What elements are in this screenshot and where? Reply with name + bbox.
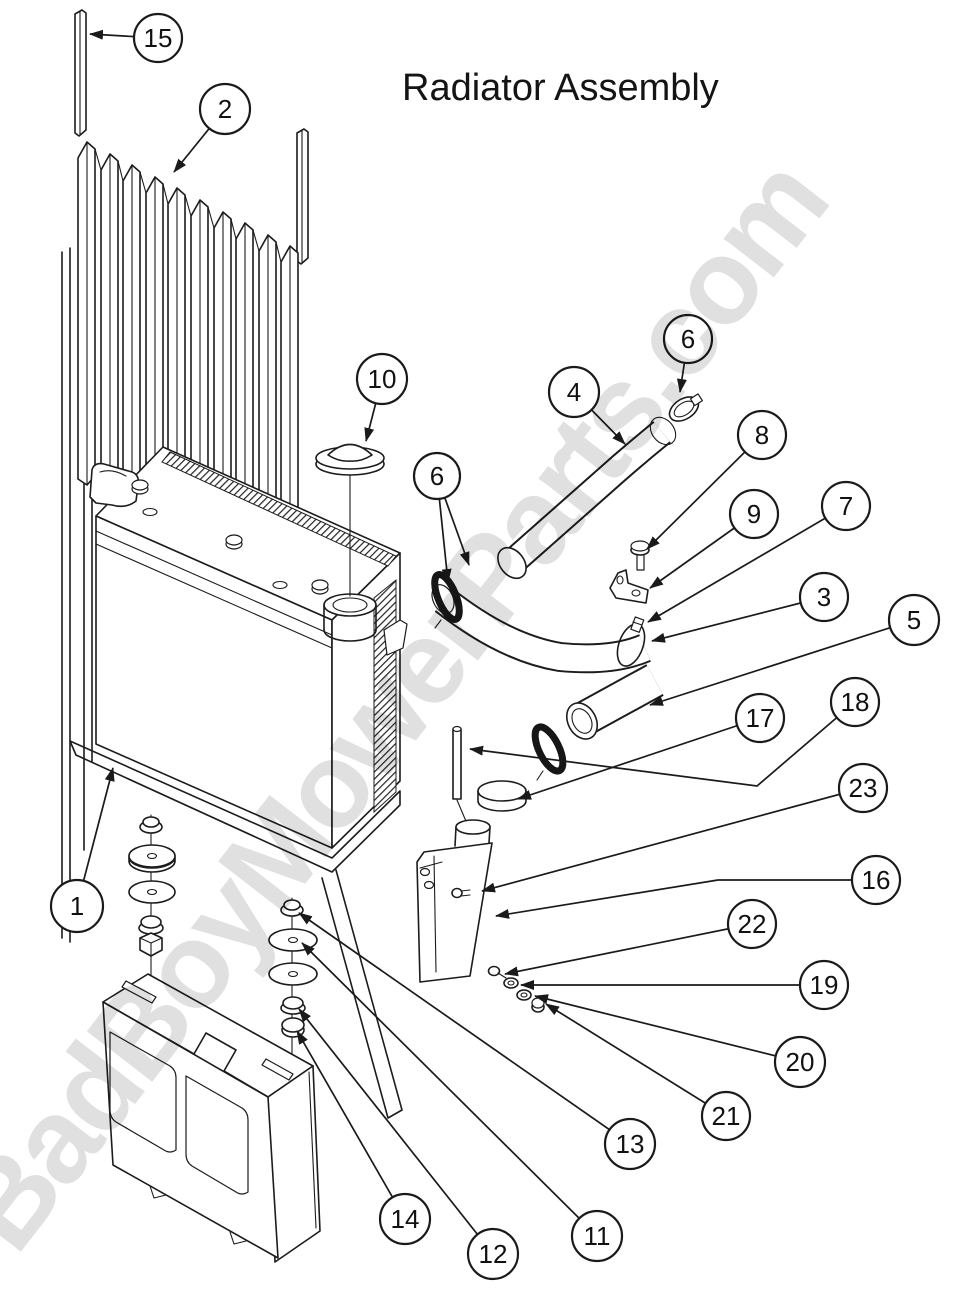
upper-radiator-hose	[497, 416, 677, 580]
callout-5: 5	[887, 593, 941, 647]
callout-15: 15	[132, 12, 184, 64]
svg-text:17: 17	[746, 703, 775, 733]
svg-text:14: 14	[391, 1204, 420, 1234]
svg-text:9: 9	[747, 499, 761, 529]
mounting-bolt	[630, 540, 650, 571]
svg-text:16: 16	[862, 865, 891, 895]
bottle-cap	[477, 780, 527, 812]
svg-text:11: 11	[584, 1221, 611, 1251]
leader-line-17	[517, 717, 761, 800]
callout-20: 20	[773, 1035, 827, 1089]
callout-9: 9	[728, 488, 780, 540]
callouts-layer: 15 2 10 6 4 8 9 7 3 5 6 17 18 23 16 22 19 20 21 1 13 11 12 14	[49, 12, 941, 1281]
callout-19: 19	[798, 959, 850, 1011]
support-rails-right	[321, 869, 403, 1119]
leader-line-16	[495, 879, 876, 919]
svg-text:22: 22	[738, 909, 767, 939]
bottle-hardware	[487, 965, 545, 1013]
shroud-cutout-right	[185, 1075, 249, 1195]
outlet-pipe	[565, 664, 664, 740]
leader-line-23	[481, 787, 864, 893]
spring-clamp-b	[531, 723, 567, 781]
leader-line-11	[301, 942, 598, 1237]
callout-23: 23	[837, 762, 889, 814]
svg-text:6: 6	[681, 324, 695, 354]
svg-text:12: 12	[479, 1239, 508, 1269]
filler-neck	[323, 593, 408, 656]
clamp-screw	[630, 616, 645, 633]
callout-14: 14	[378, 1192, 432, 1246]
svg-text:13: 13	[616, 1129, 645, 1159]
callout-13: 13	[603, 1117, 657, 1171]
radiator-cap	[315, 443, 385, 597]
callout-10: 10	[355, 352, 409, 406]
leader-line-7	[647, 505, 847, 623]
washer-stack-left	[128, 814, 176, 1001]
svg-text:7: 7	[839, 491, 853, 521]
leader-line-14	[296, 1030, 406, 1220]
leader-line-3	[651, 596, 825, 643]
leader-line-21	[545, 1003, 727, 1117]
page-title: Radiator Assembly	[402, 67, 719, 109]
svg-text:3: 3	[817, 582, 831, 612]
svg-text:20: 20	[786, 1047, 815, 1077]
leader-line-12	[298, 1008, 494, 1255]
lower-shroud	[102, 973, 321, 1263]
radiator-bracket-tab	[89, 462, 140, 508]
callout-2: 2	[198, 82, 252, 136]
overflow-bottle	[416, 819, 493, 983]
svg-text:18: 18	[841, 687, 870, 717]
callout-4: 4	[547, 365, 601, 419]
mounting-bracket	[609, 569, 649, 604]
shroud-cutout-left	[109, 1031, 177, 1153]
hose-band-clamp	[616, 616, 646, 667]
overflow-tube	[452, 725, 469, 827]
mounting-strap-right	[296, 128, 309, 265]
side-rails-left	[61, 247, 93, 943]
bottle-bolt	[451, 887, 471, 899]
svg-text:8: 8	[755, 420, 769, 450]
radiator	[69, 446, 408, 873]
svg-text:6: 6	[430, 461, 444, 491]
leader-line-13	[298, 912, 631, 1145]
svg-text:21: 21	[712, 1101, 741, 1131]
svg-text:23: 23	[849, 773, 878, 803]
callout-1: 1	[49, 878, 105, 934]
callout-18: 18	[829, 676, 881, 728]
lower-frame-bar	[69, 740, 401, 873]
callout-6: 6	[662, 313, 714, 365]
leader-line-20	[534, 994, 801, 1063]
callout-11: 11	[570, 1209, 624, 1263]
leader-line-18	[469, 701, 856, 787]
leader-line-8	[646, 434, 763, 550]
callout-21: 21	[700, 1090, 752, 1142]
svg-text:15: 15	[144, 23, 173, 53]
mounting-strap-left	[74, 9, 87, 137]
spring-clamp-a	[431, 570, 463, 629]
leader-line-5	[649, 619, 915, 706]
hose-clamp-upper	[668, 393, 703, 422]
svg-text:4: 4	[567, 377, 581, 407]
svg-text:19: 19	[810, 970, 839, 1000]
callout-8: 8	[736, 409, 788, 461]
svg-text:1: 1	[70, 891, 84, 921]
leader-line-22	[504, 923, 753, 977]
callout-6: 6	[412, 451, 462, 501]
side-tab	[383, 619, 408, 656]
callout-22: 22	[726, 898, 778, 950]
svg-text:5: 5	[907, 605, 921, 635]
callout-12: 12	[466, 1227, 520, 1281]
svg-text:2: 2	[218, 94, 232, 124]
top-face-bolts	[131, 479, 329, 595]
callout-17: 17	[734, 692, 786, 744]
callout-3: 3	[798, 571, 850, 623]
callout-16: 16	[850, 854, 902, 906]
svg-text:10: 10	[368, 364, 397, 394]
callout-7: 7	[820, 480, 872, 532]
